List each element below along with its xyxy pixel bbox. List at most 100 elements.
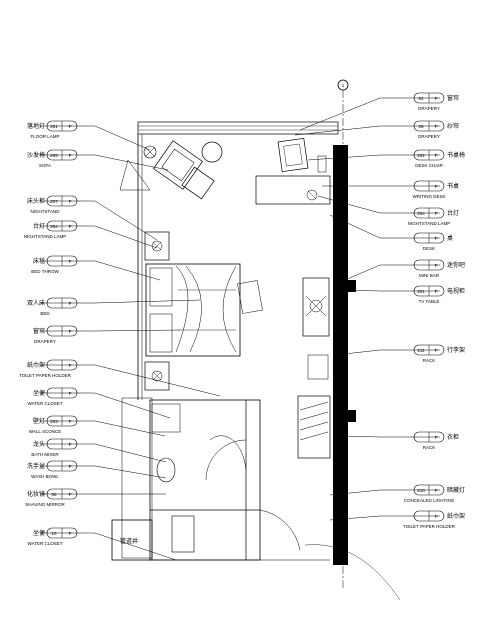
nightstand-bottom <box>144 361 170 391</box>
callout-name: CONCEALED LIGHTING <box>404 498 455 503</box>
callout-cn: 落地灯 <box>27 122 45 130</box>
callout-code: 211 <box>417 348 425 353</box>
callout-tag: F <box>435 435 438 440</box>
callout-code: 204 <box>50 224 58 229</box>
callout-left-7: F 纸巾架 TOILET PAPER HOLDER <box>19 359 221 397</box>
callout-name: WALL SCONCE <box>29 429 61 434</box>
callout-tag: F <box>69 492 72 497</box>
floor-lamp <box>143 145 157 159</box>
callout-right-9: F 衣柜 RACK <box>334 431 459 450</box>
callout-name: DRAPERY <box>418 134 440 139</box>
callout-tag: F <box>69 124 72 129</box>
callout-left-5: F 双人床 BED <box>27 297 201 316</box>
callout-tag: F <box>435 263 438 268</box>
callout-cn: 壁灯 <box>33 417 45 425</box>
callout-name: SHAVING MIRROR <box>25 502 65 507</box>
callout-right-8: 211 F 行李架 RACK <box>334 344 465 363</box>
callout-cn: 洗手盆 <box>27 462 45 470</box>
callout-tag: F <box>69 301 72 306</box>
callout-name: DRAPERY <box>418 106 440 111</box>
callout-cn: 坐便 <box>33 389 45 397</box>
callout-name: BED THROW <box>31 269 59 274</box>
callout-tag: F <box>69 391 72 396</box>
ottoman <box>181 166 215 200</box>
wash-bowl <box>156 457 176 483</box>
callout-tag: F <box>69 442 72 447</box>
callout-name: TV TABLE <box>419 299 440 304</box>
callout-tag: F <box>435 348 438 353</box>
callout-cn: 双人床 <box>27 299 45 307</box>
callout-name: NIGHTSTAND LAMP <box>24 234 66 239</box>
callout-cn: 书桌 <box>447 182 459 190</box>
callout-tag: F <box>435 184 438 189</box>
callout-name: TOILET PAPER HOLDER <box>19 373 72 378</box>
callout-code: 203 <box>50 419 58 424</box>
callout-cn: 迷你吧 <box>447 261 465 269</box>
callout-code: 207 <box>50 199 58 204</box>
callout-code: 06 <box>418 124 424 129</box>
callout-tag: F <box>435 514 438 519</box>
callout-name: TOILET PAPER HOLDER <box>403 524 456 529</box>
window-wall <box>137 121 339 135</box>
callout-tag: F <box>69 224 72 229</box>
callout-cn: 纸巾架 <box>27 361 45 369</box>
callout-tag: F <box>435 289 438 294</box>
callout-cn: 行李架 <box>447 346 465 354</box>
callout-code: 204 <box>417 211 425 216</box>
callout-code: 205 <box>50 153 58 158</box>
callout-right-10: 210 F 暗藏灯 CONCEALED LIGHTING <box>329 484 465 503</box>
side-table <box>201 141 223 163</box>
callout-name: RACK <box>423 445 436 450</box>
callout-tag: F <box>435 488 438 493</box>
mini-bar <box>302 277 330 337</box>
callout-name: DRAPERY <box>34 339 56 344</box>
callout-tag: F <box>435 211 438 216</box>
callout-cn: 床毯 <box>33 257 45 265</box>
callout-tag: F <box>435 96 438 101</box>
callout-name: FLOOR LAMP <box>30 134 59 139</box>
callout-cn: 衣柜 <box>447 433 459 441</box>
callout-cn: 桌 <box>447 234 453 242</box>
callout-name: WATER CLOSET <box>27 401 62 406</box>
callout-tag: F <box>69 329 72 334</box>
callout-cn: 窗帘 <box>33 327 45 335</box>
callout-code: 10 <box>51 531 57 536</box>
callout-cn: 书桌椅 <box>447 151 465 159</box>
callout-name: BED <box>40 311 50 316</box>
callout-right-11: F 纸巾架 TOILET PAPER HOLDER <box>329 510 465 529</box>
callout-name: RACK <box>423 358 436 363</box>
callout-name: WATER CLOSET <box>27 541 62 546</box>
callout-tag: F <box>69 153 72 158</box>
desk-chair <box>277 137 309 173</box>
callout-tag: F <box>435 124 438 129</box>
callout-tag: F <box>435 236 438 241</box>
exterior-wall <box>333 145 348 565</box>
callout-cn: 暗藏灯 <box>447 486 465 494</box>
callout-name: WRITING DESK <box>412 194 445 199</box>
callout-code: 210 <box>417 488 425 493</box>
callout-name: BATH MIXER <box>31 452 59 457</box>
callout-code: 201 <box>417 289 425 294</box>
callout-cn: 纸巾架 <box>447 512 465 520</box>
callout-tag: F <box>69 259 72 264</box>
wardrobe <box>297 395 331 459</box>
nightstand-top <box>144 231 170 261</box>
callout-name: NIGHTSTAND <box>31 209 61 214</box>
callout-tag: F <box>69 464 72 469</box>
bathroom-door-swing <box>205 439 247 481</box>
callout-left-8: F 坐便 WATER CLOSET <box>27 387 171 419</box>
